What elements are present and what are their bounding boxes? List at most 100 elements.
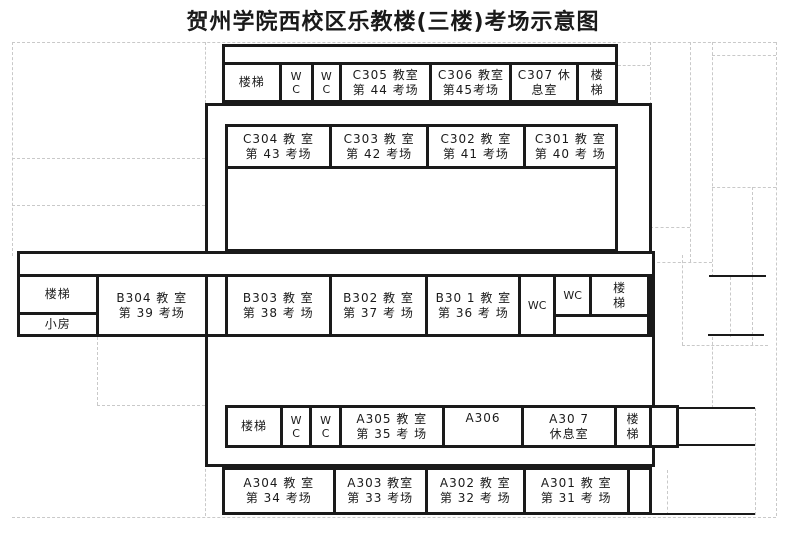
cell-text: 息室 xyxy=(531,82,558,97)
b-right-subrow: WC 楼 梯 xyxy=(556,277,647,317)
cell-wc: W C xyxy=(279,408,309,445)
outline-left xyxy=(12,42,13,256)
cell-text: 第 38 考 场 xyxy=(242,305,314,320)
cell-room-c303: C303 教 室 第 42 考场 xyxy=(329,127,426,166)
cell-text: C305 教室 xyxy=(352,67,419,82)
wall-connector xyxy=(647,274,655,337)
outline-seg xyxy=(97,405,205,406)
outline-seg xyxy=(12,205,205,206)
cell-stairs-mid-right: 楼 梯 xyxy=(589,277,647,314)
outline-seg xyxy=(730,277,731,337)
outline-seg xyxy=(97,337,98,405)
outline-seg xyxy=(712,55,776,56)
outline-seg xyxy=(712,42,713,277)
cell-text: A304 教 室 xyxy=(243,476,315,490)
cell-text: 第 31 考 场 xyxy=(540,491,612,505)
cell-text: 第 36 考 场 xyxy=(438,305,509,320)
wall-segment xyxy=(679,444,755,446)
cell-text: A302 教 室 xyxy=(439,476,511,490)
cell-text: 楼梯 xyxy=(240,419,267,433)
cell-room-c305: C305 教室 第 44 考场 xyxy=(339,65,429,100)
left-wing-column: 楼梯 小房 xyxy=(20,277,96,334)
cell-text: 休息室 xyxy=(549,426,589,441)
cell-room-c306: C306 教室 第45考场 xyxy=(429,65,509,100)
wall-segment xyxy=(708,334,764,336)
outline-seg xyxy=(712,187,776,188)
cell-empty-bottom-right xyxy=(626,470,649,512)
cell-text: 第 41 考场 xyxy=(442,146,509,161)
cell-room-a301: A301 教 室 第 31 考 场 xyxy=(522,470,627,512)
cell-text: WC xyxy=(527,299,547,312)
cell-text: 第 33 考场 xyxy=(347,491,414,505)
cell-text: B30 1 教 室 xyxy=(435,290,512,305)
cell-text: 第45考场 xyxy=(442,82,500,97)
cell-text: C307 休 xyxy=(517,67,571,82)
cell-text: C304 教 室 xyxy=(243,131,314,146)
cell-stairs-top-right: 楼 梯 xyxy=(576,65,615,100)
cell-stairs-a-right: 楼 梯 xyxy=(613,408,649,445)
cell-text: 楼 xyxy=(613,280,627,295)
outline-top xyxy=(12,42,776,43)
cell-text: B304 教 室 xyxy=(116,290,188,305)
cell-room-a307: A30 7 休息室 xyxy=(521,408,614,445)
page-title: 贺州学院西校区乐教楼(三楼)考场示意图 xyxy=(186,10,600,35)
cell-room-a302: A302 教 室 第 32 考 场 xyxy=(424,470,523,512)
cell-text: B303 教 室 xyxy=(242,290,314,305)
cell-text: C302 教 室 xyxy=(440,131,512,146)
cell-text: 梯 xyxy=(613,295,627,310)
cell-text: 楼 xyxy=(590,67,604,82)
wall-segment xyxy=(652,513,755,515)
cell-room-a303: A303 教室 第 33 考场 xyxy=(332,470,425,512)
cell-text: A303 教室 xyxy=(347,476,414,490)
cell-small-room: 小房 xyxy=(20,315,96,334)
cell-text: C xyxy=(321,426,330,440)
outline-seg xyxy=(752,187,753,345)
cell-stairs-a-left: 楼梯 xyxy=(228,408,280,445)
outline-right xyxy=(776,42,777,516)
outline-seg xyxy=(650,227,690,228)
cell-text: C xyxy=(292,426,300,440)
cell-room-b303: B303 教 室 第 38 考 场 xyxy=(228,277,329,334)
cell-text: 第 32 考 场 xyxy=(439,491,511,505)
cell-text: A30 7 xyxy=(549,411,590,426)
cell-text: 第 37 考 场 xyxy=(343,305,414,320)
cell-text: 第 43 考场 xyxy=(245,146,312,161)
cell-room-c304: C304 教 室 第 43 考场 xyxy=(228,127,329,166)
outline-seg xyxy=(682,345,768,346)
cell-text: 第 35 考 场 xyxy=(356,426,428,441)
outline-bottom xyxy=(12,517,776,518)
cell-wc-mid: WC xyxy=(518,277,553,334)
cell-text: 第 40 考 场 xyxy=(534,146,606,161)
b-room-row: B303 教 室 第 38 考 场 B302 教 室 第 37 考 场 B30 … xyxy=(225,274,650,337)
cell-text: B302 教 室 xyxy=(343,290,414,305)
cell-stairs-top-left: 楼梯 xyxy=(225,65,279,100)
cell-text: W xyxy=(320,69,332,83)
outline-seg xyxy=(755,408,756,515)
cell-room-a306: A306 xyxy=(441,408,521,445)
cell-text: C301 教 室 xyxy=(534,131,606,146)
top-room-row: 楼梯 W C W C C305 教室 第 44 考场 C306 教室 第45考场… xyxy=(222,62,618,103)
cell-text: 第 42 考场 xyxy=(346,146,413,161)
cell-room-c301: C301 教 室 第 40 考 场 xyxy=(522,127,615,166)
cell-room-c307: C307 休 息室 xyxy=(509,65,576,100)
cell-text: 楼 xyxy=(626,411,640,426)
wall-segment xyxy=(655,407,755,409)
outline-seg xyxy=(618,65,650,66)
a-row-right-notch xyxy=(649,405,679,448)
cell-stairs-left: 楼梯 xyxy=(20,277,96,315)
cell-wc: W C xyxy=(309,408,338,445)
a-room-row: 楼梯 W C W C A305 教 室 第 35 考 场 A306 A30 7 … xyxy=(225,405,652,448)
cell-text: W xyxy=(290,413,302,427)
cell-wc-mid-right: WC xyxy=(556,277,589,314)
cell-text: C xyxy=(292,82,300,96)
cell-text: C xyxy=(322,82,331,96)
outline-seg xyxy=(712,337,713,408)
b-right-column: WC 楼 梯 xyxy=(553,277,647,334)
cell-wc: W C xyxy=(310,65,339,100)
cell-text: WC xyxy=(563,289,582,302)
cell-room-a304: A304 教 室 第 34 考场 xyxy=(225,470,333,512)
outline-seg xyxy=(12,158,205,159)
cell-text: W xyxy=(290,69,302,83)
outline-seg xyxy=(650,42,651,105)
